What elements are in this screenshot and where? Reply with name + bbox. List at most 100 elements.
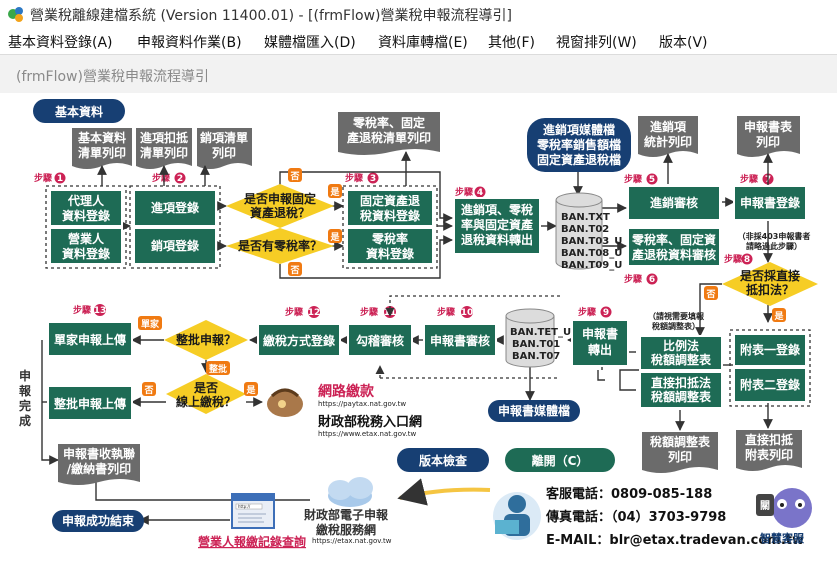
svg-text:是: 是 [245, 385, 256, 396]
sales-stats-print-doc: 進銷項 統計列印 [638, 116, 698, 157]
svg-text:9: 9 [603, 308, 609, 318]
flow-canvas: 基本資料 基本資料 清單列印 進項扣抵 清單列印 銷項清單 列印 零稅率、固定 … [0, 93, 837, 570]
svg-text:整批申報？: 整批申報？ [175, 332, 236, 347]
fixed-asset-login-box[interactable]: 固定資產退 稅資料登錄 [346, 189, 434, 227]
report-complete-label: 申 報 完 成 [19, 368, 32, 428]
svg-text:1: 1 [57, 174, 63, 184]
svg-text:附表一登錄: 附表一登錄 [740, 342, 800, 357]
app-logo-icon [7, 6, 25, 22]
batch-decision: 整批申報？ [164, 320, 248, 360]
single-upload-box[interactable]: 單家申報上傳 [47, 321, 133, 357]
menu-basic-data[interactable]: 基本資料登錄(A) [8, 35, 113, 51]
svg-text:是否採直接: 是否採直接 [739, 268, 800, 283]
svg-text:整批: 整批 [208, 363, 227, 375]
online-pay-icon [267, 388, 303, 417]
svg-text:完: 完 [19, 398, 31, 413]
ebill-service-link[interactable]: 財政部電子申報 繳稅服務網 https://etax.nat.gov.tw [303, 507, 392, 545]
svg-text:零稅率銷售額檔: 零稅率銷售額檔 [536, 137, 621, 152]
sales-login-box[interactable]: 銷項登錄 [133, 227, 217, 265]
batch-upload-box[interactable]: 整批申報上傳 [47, 385, 133, 421]
svg-text:代理人: 代理人 [67, 193, 105, 208]
svg-text:進銷審核: 進銷審核 [650, 195, 698, 210]
direct-adjust-box[interactable]: 直接扣抵法 稅額調整表 [639, 371, 723, 409]
smart-service-mascot-icon[interactable]: 關 [756, 488, 812, 528]
svg-text:列印: 列印 [668, 449, 692, 464]
return-audit-box[interactable]: 申報書審核 [423, 323, 497, 357]
svg-text:附表列印: 附表列印 [745, 447, 793, 462]
version-check-button[interactable]: 版本檢查 [397, 448, 489, 472]
svg-text:直接扣抵: 直接扣抵 [745, 432, 793, 447]
menu-version[interactable]: 版本(V) [659, 35, 708, 51]
etax-portal-link[interactable]: 財政部稅務入口網 https://www.etax.nat.gov.tw [317, 414, 422, 438]
return-export-box[interactable]: 申報書 轉出 [571, 319, 629, 367]
svg-text:申報書登錄: 申報書登錄 [740, 195, 800, 210]
svg-text:資料登錄: 資料登錄 [62, 208, 110, 223]
batch-badge: 整批 [206, 361, 230, 375]
svg-text:進銷項、零稅: 進銷項、零稅 [461, 202, 533, 217]
svg-text:BAN.T03_U: BAN.T03_U [561, 236, 622, 247]
svg-text:基本資料: 基本資料 [54, 104, 103, 119]
svg-text:6: 6 [649, 275, 655, 285]
form-title: (frmFlow)營業稅申報流程導引 [16, 69, 209, 85]
svg-text:步驟: 步驟 [437, 306, 456, 318]
svg-text:請略過此步驟）: 請略過此步驟） [746, 241, 802, 251]
return-login-box[interactable]: 申報書登錄 [733, 185, 807, 221]
svg-text:清單列印: 清單列印 [140, 145, 188, 160]
menu-window-arrange[interactable]: 視窗排列(W) [556, 35, 637, 51]
input-deduct-print-doc: 進項扣抵 清單列印 [136, 128, 192, 169]
exit-button[interactable]: 離開（C） [505, 448, 615, 472]
ratio-adjust-box[interactable]: 比例法 稅額調整表 [639, 335, 723, 371]
sales-audit-box[interactable]: 進銷審核 [627, 185, 721, 221]
zero-rate-decision: 是否有零稅率？ [226, 228, 334, 264]
svg-text:https://paytax.nat.gov.tw: https://paytax.nat.gov.tw [318, 400, 406, 408]
svg-text:比例法: 比例法 [663, 338, 699, 353]
svg-text:進銷項: 進銷項 [650, 119, 687, 134]
zero-rate-login-box[interactable]: 零稅率 資料登錄 [346, 227, 434, 265]
svg-text:BAN.T02: BAN.T02 [561, 224, 609, 235]
agent-login-box[interactable]: 代理人 資料登錄 [49, 189, 123, 227]
attachment2-login-box[interactable]: 附表二登錄 [733, 367, 807, 403]
menu-database-convert[interactable]: 資料庫轉檔(E) [378, 35, 468, 51]
svg-text:產退稅資料審核: 產退稅資料審核 [631, 247, 716, 262]
svg-text:產退稅清單列印: 產退稅清單列印 [346, 130, 431, 145]
svg-text:智慧客服: 智慧客服 [760, 531, 805, 545]
payment-method-login-box[interactable]: 繳稅方式登錄 [257, 323, 341, 357]
purchase-login-box[interactable]: 進項登錄 [133, 189, 217, 227]
export-data-box[interactable]: 進銷項、零稅 率與固定資產 退稅資料轉出 [453, 197, 541, 255]
media-sales-label: 進銷項媒體檔 零稅率銷售額檔 固定資產退稅檔 [527, 118, 631, 172]
svg-text:進項登錄: 進項登錄 [151, 200, 199, 215]
svg-text:繳稅服務網: 繳稅服務網 [316, 522, 376, 537]
browser-window-icon[interactable]: http:// [231, 493, 275, 529]
business-login-box[interactable]: 營業人 資料登錄 [49, 227, 123, 265]
svg-text:固定資產退: 固定資產退 [360, 193, 420, 208]
smart-service-link[interactable]: 智慧客服 [760, 531, 805, 545]
basic-data-label: 基本資料 [33, 99, 125, 123]
svg-text:資料登錄: 資料登錄 [366, 246, 414, 261]
zero-rate-audit-box[interactable]: 零稅率、固定資 產退稅資料審核 [627, 227, 721, 267]
svg-text:4: 4 [477, 188, 483, 198]
check-audit-box[interactable]: 勾稽審核 [347, 323, 413, 357]
svg-text:BAN.T09_U: BAN.T09_U [561, 260, 622, 271]
svg-text:財政部電子申報: 財政部電子申報 [303, 507, 389, 522]
menu-filing-operations[interactable]: 申報資料作業(B) [137, 35, 242, 51]
attachment1-login-box[interactable]: 附表一登錄 [733, 333, 807, 367]
online-pay-link[interactable]: 網路繳款 https://paytax.nat.gov.tw [318, 383, 406, 408]
ebill-cloud-icon [328, 477, 373, 507]
svg-text:勾稽審核: 勾稽審核 [356, 333, 404, 348]
menu-other[interactable]: 其他(F) [488, 35, 535, 51]
no-badge-online: 否 [142, 382, 156, 396]
payment-query-link[interactable]: 營業人報繳記錄查詢 [198, 534, 306, 549]
svg-text:繳稅方式登錄: 繳稅方式登錄 [263, 333, 335, 348]
menu-media-import[interactable]: 媒體檔匯入(D) [264, 35, 356, 51]
svg-text:申報書媒體檔: 申報書媒體檔 [498, 403, 570, 418]
svg-text:銷項清單: 銷項清單 [200, 130, 248, 145]
svg-text:BAN.T01: BAN.T01 [512, 339, 560, 350]
svg-text:列印: 列印 [756, 134, 780, 149]
svg-text:關: 關 [760, 499, 770, 512]
